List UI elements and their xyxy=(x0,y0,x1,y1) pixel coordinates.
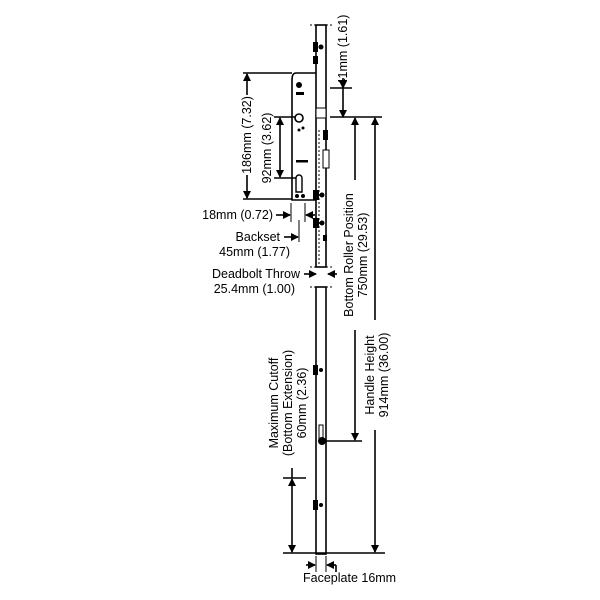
dimension-deadbolt: Deadbolt Throw 25.4mm (1.00) xyxy=(212,267,337,296)
label-faceplate: Faceplate 16mm xyxy=(303,571,396,585)
dimension-186mm: 186mm (7.32) xyxy=(240,72,292,200)
dimension-handle-height: Handle Height 914mm (36.00) xyxy=(283,117,391,554)
label-deadbolt: Deadbolt Throw xyxy=(212,267,301,281)
label-deadbolt-value: 25.4mm (1.00) xyxy=(214,282,295,296)
label-41mm: 41mm (1.61) xyxy=(336,15,350,86)
label-cutoff: Maximum Cutoff xyxy=(267,357,281,448)
dimension-41mm: 41mm (1.61) xyxy=(330,15,382,118)
dimension-92mm: 92mm (3.62) xyxy=(260,113,296,184)
label-92mm: 92mm (3.62) xyxy=(260,113,274,184)
dimension-faceplate: Faceplate 16mm xyxy=(303,556,396,585)
dimension-bottom-roller: Bottom Roller Position 750mm (29.53) xyxy=(326,117,370,442)
label-handle-value: 914mm (36.00) xyxy=(377,333,391,418)
dimension-max-cutoff: Maximum Cutoff (Bottom Extension) 60mm (… xyxy=(267,350,309,553)
label-18mm: 18mm (0.72) xyxy=(202,208,273,222)
label-backset: Backset xyxy=(236,230,281,244)
faceplate-upper xyxy=(310,24,332,268)
label-roller: Bottom Roller Position xyxy=(342,193,356,317)
dimension-backset: Backset 45mm (1.77) xyxy=(219,220,300,259)
label-cutoff-sub: (Bottom Extension) xyxy=(281,350,295,456)
faceplate-fittings xyxy=(313,42,330,510)
label-186mm: 186mm (7.32) xyxy=(240,96,254,174)
dimension-18mm: 18mm (0.72) xyxy=(202,203,315,222)
label-handle: Handle Height xyxy=(363,335,377,415)
label-cutoff-value: 60mm (2.36) xyxy=(295,368,309,439)
label-roller-value: 750mm (29.53) xyxy=(356,213,370,298)
label-backset-value: 45mm (1.77) xyxy=(219,245,290,259)
faceplate-lower xyxy=(310,286,332,555)
gearbox-case xyxy=(291,72,316,201)
